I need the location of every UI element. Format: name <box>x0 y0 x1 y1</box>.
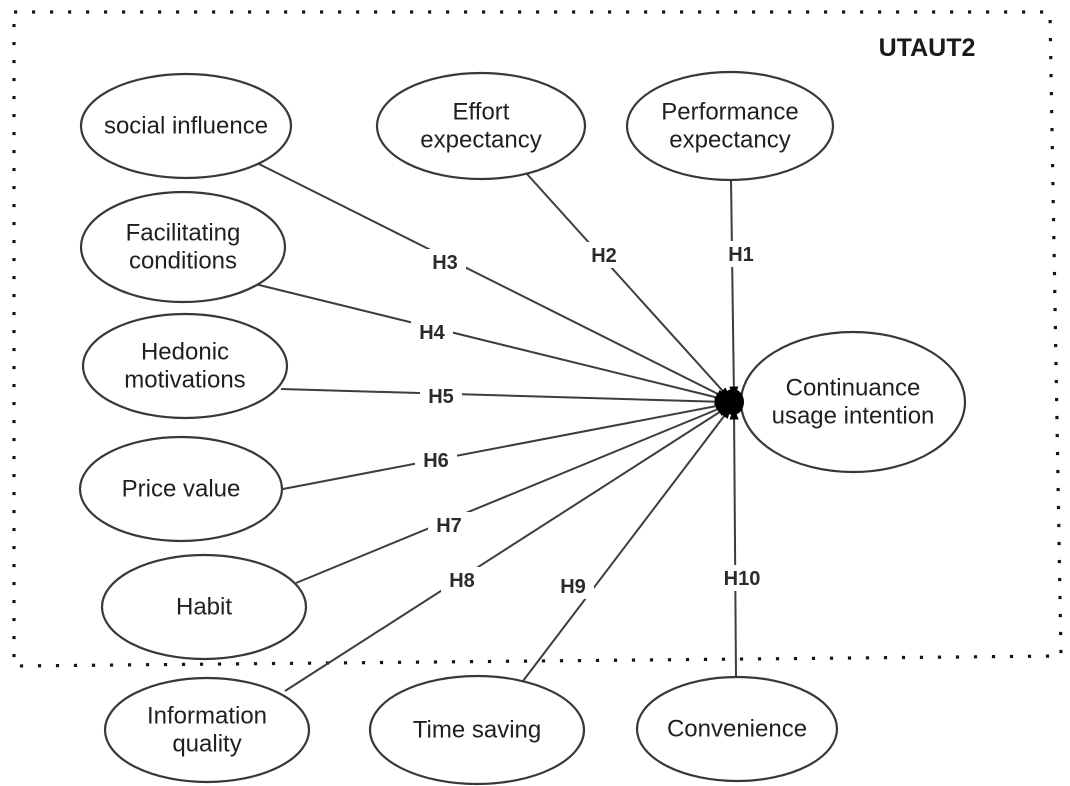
effort-expectancy-ellipse <box>375 71 587 181</box>
edge-h7 <box>295 404 729 584</box>
effort-expectancy-label-line2: expectancy <box>420 127 541 154</box>
frame-title: UTAUT2 <box>879 34 976 62</box>
hedonic-motivations-label-line2: motivations <box>124 367 245 394</box>
edge-h4 <box>254 283 728 402</box>
node-time-saving: Time saving <box>368 674 586 786</box>
node-facilitating-conditions: Facilitating conditions <box>79 190 287 304</box>
convenience-ellipse <box>635 675 839 783</box>
edge-h9 <box>522 406 732 682</box>
edge-label-h3: H3 <box>432 252 458 274</box>
hedonic-motivations-label-line1: Hedonic <box>141 339 229 366</box>
convenience-label: Convenience <box>667 716 807 743</box>
edge-label-h2-bg <box>583 242 625 268</box>
edge-labels: H1 H2 H3 H4 H5 H6 H7 H8 H9 H10 <box>411 241 770 599</box>
edge-label-h4: H4 <box>419 322 445 344</box>
facilitating-conditions-label-line2: conditions <box>129 248 237 275</box>
edge-h8 <box>284 405 730 692</box>
social-influence-label: social influence <box>104 113 268 140</box>
edge-label-h2: H2 <box>591 245 617 267</box>
edge-label-h5: H5 <box>428 386 454 408</box>
edge-label-h6: H6 <box>423 450 449 472</box>
edge-h2 <box>526 173 731 400</box>
edge-h3 <box>256 162 729 400</box>
edge-h10 <box>729 407 739 679</box>
performance-expectancy-label-line2: expectancy <box>669 127 790 154</box>
edge-label-h1: H1 <box>728 244 754 266</box>
information-quality-ellipse <box>103 676 311 784</box>
habit-label: Habit <box>176 594 232 621</box>
time-saving-ellipse <box>368 674 586 786</box>
edge-label-h9-bg <box>552 573 594 599</box>
performance-expectancy-ellipse <box>625 70 835 182</box>
edge-label-h7-bg <box>428 512 470 538</box>
facilitating-conditions-ellipse <box>79 190 287 304</box>
node-hedonic-motivations: Hedonic motivations <box>81 312 289 420</box>
edge-label-h4-bg <box>411 319 453 345</box>
edge-h1 <box>729 178 739 399</box>
node-information-quality: Information quality <box>103 676 311 784</box>
performance-expectancy-label-line1: Performance <box>661 99 798 126</box>
time-saving-label: Time saving <box>413 717 541 744</box>
continuance-usage-intention-label-line2: usage intention <box>772 403 935 430</box>
information-quality-label-line2: quality <box>172 731 241 758</box>
hedonic-motivations-ellipse <box>81 312 289 420</box>
node-habit: Habit <box>100 553 308 661</box>
node-price-value: Price value <box>78 435 284 543</box>
effort-expectancy-label-line1: Effort <box>453 99 510 126</box>
edge-label-h6-bg <box>415 447 457 473</box>
node-performance-expectancy: Performance expectancy <box>625 70 835 182</box>
node-social-influence: social influence <box>79 72 293 180</box>
edge-label-h3-bg <box>424 249 466 275</box>
social-influence-ellipse <box>79 72 293 180</box>
price-value-label: Price value <box>122 476 241 503</box>
habit-ellipse <box>100 553 308 661</box>
edge-label-h10: H10 <box>724 568 761 590</box>
edge-h6 <box>282 401 728 490</box>
edge-label-h8: H8 <box>449 570 475 592</box>
continuance-usage-intention-label-line1: Continuance <box>786 375 921 402</box>
node-effort-expectancy: Effort expectancy <box>375 71 587 181</box>
node-continuance-usage-intention: Continuance usage intention <box>739 330 967 474</box>
edge-h5 <box>280 388 727 407</box>
edge-label-h10-bg <box>714 565 770 591</box>
edge-label-h1-bg <box>720 241 762 267</box>
edge-label-h8-bg <box>441 567 483 593</box>
nodes: social influence Effort expectancy Perfo… <box>78 70 967 786</box>
edge-label-h9: H9 <box>560 576 586 598</box>
facilitating-conditions-label-line1: Facilitating <box>126 220 241 247</box>
price-value-ellipse <box>78 435 284 543</box>
node-convenience: Convenience <box>635 675 839 783</box>
edges <box>254 162 739 692</box>
arrow-convergence-blob <box>722 389 744 415</box>
edge-label-h5-bg <box>420 383 462 409</box>
information-quality-label-line1: Information <box>147 703 267 730</box>
edge-label-h7: H7 <box>436 515 462 537</box>
